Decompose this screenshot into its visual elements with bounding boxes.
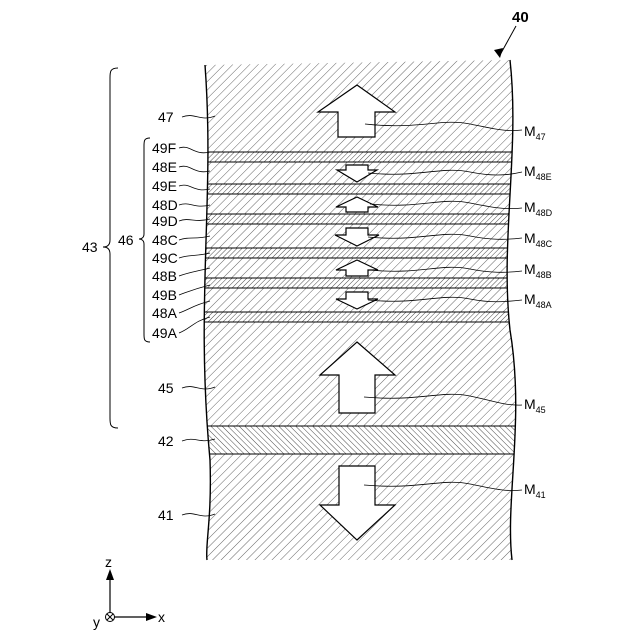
layer-42 — [190, 426, 530, 454]
label-47: 47 — [158, 109, 174, 125]
group-label-43: 43 — [82, 239, 98, 255]
magnetization-label-45: M45 — [524, 396, 546, 415]
magnetization-label-48B: M48B — [524, 261, 552, 280]
coordinate-axes: z x y — [93, 554, 165, 630]
label-49F: 49F — [152, 140, 176, 156]
layer-49C — [190, 248, 530, 258]
label-49B: 49B — [152, 287, 177, 303]
magnetization-label-48C: M48C — [524, 230, 553, 249]
label-48E: 48E — [152, 159, 177, 175]
layer-49D — [190, 214, 530, 224]
magnetization-label-48E: M48E — [524, 163, 552, 182]
label-41: 41 — [158, 507, 174, 523]
group-label-46: 46 — [118, 232, 134, 248]
label-48C: 48C — [152, 232, 178, 248]
bracket-43 — [103, 68, 118, 428]
figure-label: 40 — [512, 9, 529, 26]
magnetization-label-47: M47 — [524, 123, 546, 142]
layer-49A — [190, 312, 530, 322]
figure-label-pointer — [500, 26, 516, 55]
label-48D: 48D — [152, 197, 178, 213]
z-axis-arrowhead — [106, 569, 114, 580]
layer-49E — [190, 184, 530, 194]
layer-49B — [190, 278, 530, 288]
axis-label-x: x — [158, 609, 165, 625]
magnetization-label-48A: M48A — [524, 291, 552, 310]
label-42: 42 — [158, 433, 174, 449]
magnetization-label-41: M41 — [524, 481, 546, 500]
label-49C: 49C — [152, 250, 178, 266]
label-49D: 49D — [152, 213, 178, 229]
layer-49F — [190, 152, 530, 162]
label-48A: 48A — [152, 305, 178, 321]
label-49A: 49A — [152, 325, 178, 341]
magnetization-label-48D: M48D — [524, 199, 553, 218]
axis-label-z: z — [105, 554, 112, 570]
label-48B: 48B — [152, 268, 177, 284]
label-45: 45 — [158, 380, 174, 396]
label-49E: 49E — [152, 178, 177, 194]
bracket-46 — [139, 138, 150, 342]
axis-label-y: y — [93, 614, 100, 630]
x-axis-arrowhead — [146, 613, 157, 621]
